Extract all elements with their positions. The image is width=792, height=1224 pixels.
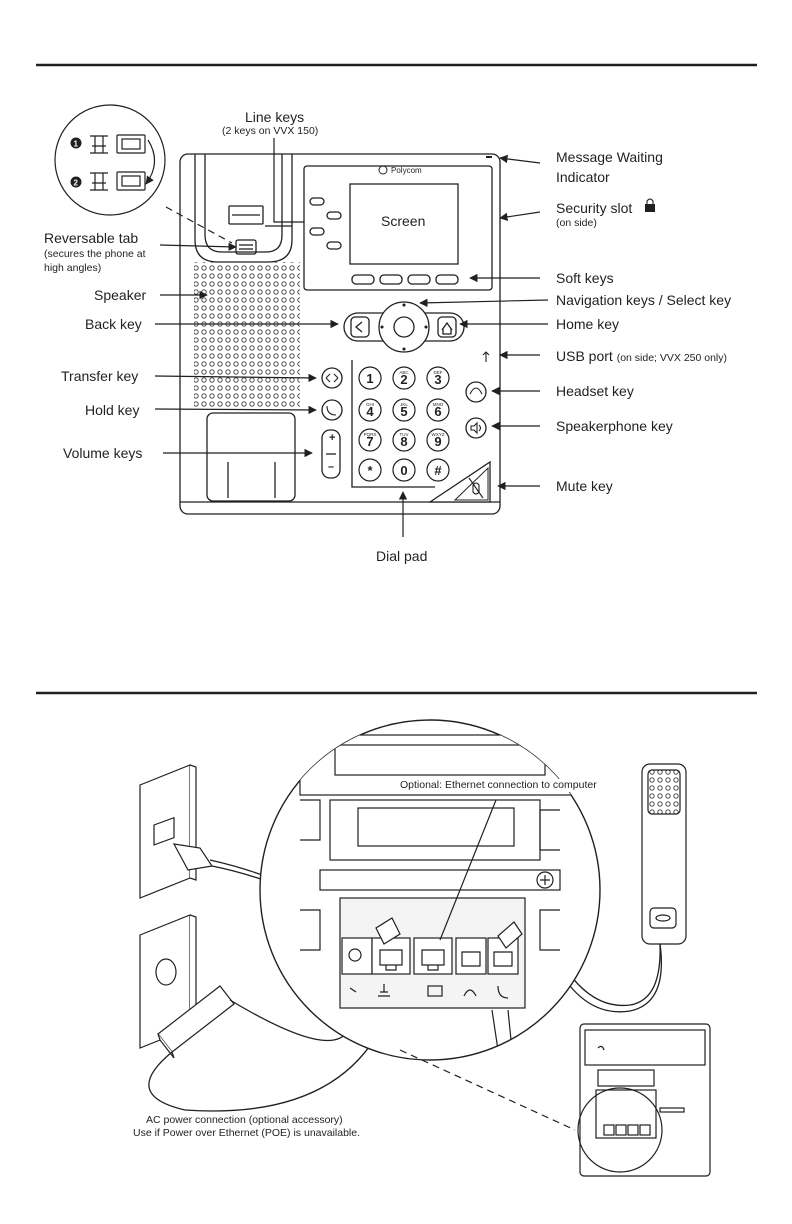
dialpad-letters: MNO: [433, 402, 444, 407]
transfer-glyph: [325, 373, 339, 383]
line-keys-label: Line keys: [245, 109, 305, 125]
message-waiting-label: Message Waiting: [556, 149, 663, 165]
dialpad-digit: 2: [400, 372, 407, 387]
dialpad-digit: 5: [400, 404, 407, 419]
mute-key-label: Mute key: [556, 478, 613, 494]
dialpad-key: [358, 458, 382, 482]
reversable-tab-label: Reversable tab: [44, 230, 139, 246]
dialpad-digit: 6: [434, 404, 441, 419]
ethernet-computer-label: Optional: Ethernet connection to compute…: [398, 779, 599, 792]
dial-pad-label: Dial pad: [376, 548, 428, 564]
dialpad-digit: #: [434, 463, 442, 478]
callout-lines: [154, 138, 549, 537]
phone-back-magnified: [259, 719, 601, 1061]
dialpad-key: [358, 366, 382, 390]
usb-port-label: USB port (on side; VVX 250 only): [556, 348, 728, 364]
dialpad-key: [358, 428, 382, 452]
key-glyphs: [325, 198, 655, 499]
step-1-badge: [70, 137, 82, 149]
dialpad-letters: TUV: [400, 432, 409, 437]
headset-glyph: [469, 387, 483, 395]
bottom-callouts: [399, 799, 576, 1131]
dialpad-digit: 1: [366, 371, 373, 386]
ac-power-label-2: Use if Power over Ethernet (POE) is unav…: [133, 1127, 361, 1139]
dialpad-digit: 9: [434, 434, 441, 449]
transfer-key-label: Transfer key: [61, 368, 139, 384]
headset-key-label: Headset key: [556, 383, 634, 399]
dialpad-key: [426, 366, 450, 390]
line-keys-note: (2 keys on VVX 150): [222, 125, 319, 137]
reversable-tab-note-2: high angles): [44, 262, 102, 274]
dialpad-letters: PQRS: [364, 432, 377, 437]
navigation-keys-label: Navigation keys / Select key: [556, 292, 732, 308]
back-key-label: Back key: [85, 316, 142, 332]
dialpad-letters: ABC: [399, 370, 409, 375]
brand-label: Polycom: [391, 166, 422, 175]
step-2-number: 2: [74, 179, 79, 188]
reversable-tab-detail: [54, 104, 233, 244]
dialpad-letters: JKL: [400, 402, 408, 407]
dialpad-letters: DEF: [434, 370, 443, 375]
usb-port-note: (on side; VVX 250 only): [616, 352, 728, 364]
hold-glyph: [326, 405, 337, 416]
usb-icon: [482, 351, 490, 362]
dialpad-key: [392, 366, 416, 390]
dialpad-key: [392, 428, 416, 452]
soft-keys-label: Soft keys: [556, 270, 614, 286]
power-adapter: [157, 985, 235, 1059]
dialpad-key: [392, 458, 416, 482]
padlock-icon: [646, 198, 654, 204]
mute-glyph: [468, 477, 484, 499]
dialpad-key: [426, 428, 450, 452]
reversable-tab-note-1: (secures the phone at: [44, 248, 146, 260]
dialpad-digit: 0: [400, 463, 407, 478]
dialpad-key: [426, 398, 450, 422]
volume-plus-symbol: +: [329, 432, 335, 444]
dialpad-digit: *: [367, 463, 373, 478]
home-key-label: Home key: [556, 316, 620, 332]
dialpad-digit: 3: [434, 372, 441, 387]
wall-ethernet-jack: [139, 764, 197, 899]
screen-label: Screen: [381, 213, 425, 229]
speaker-glyph: [470, 421, 482, 435]
dialpad-digit: 4: [366, 404, 374, 419]
volume-minus-symbol: –: [328, 461, 334, 473]
speaker-label: Speaker: [94, 287, 147, 303]
ac-power-label-1: AC power connection (optional accessory): [146, 1114, 343, 1126]
dialpad-digit: 7: [366, 434, 373, 449]
message-waiting-label-2: Indicator: [556, 169, 610, 185]
hold-key-label: Hold key: [85, 402, 140, 418]
dialpad-digit: 8: [400, 434, 407, 449]
dialpad-key: [392, 398, 416, 422]
handset: [641, 763, 687, 945]
dialpad-letters: GHI: [366, 402, 374, 407]
dialpad-key: [358, 398, 382, 422]
volume-keys-label: Volume keys: [63, 445, 143, 461]
phone-back-overview: [577, 1023, 711, 1177]
security-slot-label: Security slot: [556, 200, 633, 216]
polycom-logo-icon: [378, 165, 388, 175]
security-slot-note: (on side): [556, 217, 597, 229]
step-2-badge: [70, 176, 82, 188]
phone-front: [179, 153, 501, 515]
speakerphone-key-label: Speakerphone key: [556, 418, 673, 434]
dialpad-letters: WXYZ: [432, 432, 445, 437]
step-1-number: 1: [74, 140, 79, 149]
dialpad-key: [426, 458, 450, 482]
